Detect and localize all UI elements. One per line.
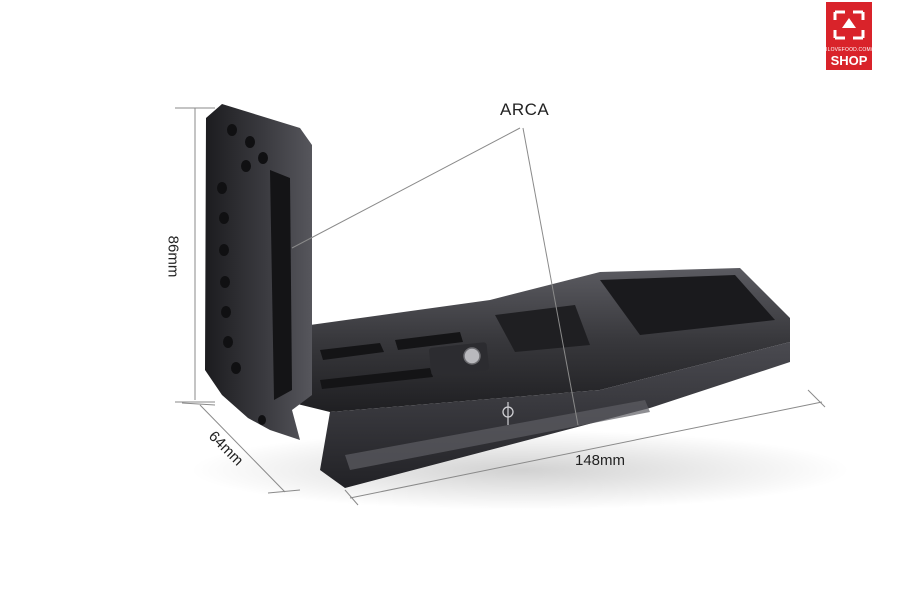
shop-logo: ILOVEFOOD.COM/ SHOP [826, 2, 872, 70]
mounting-screw [463, 347, 481, 365]
battery-door-cutout [600, 275, 775, 335]
arca-callout-label: ARCA [500, 100, 550, 119]
slot-cutout-1 [320, 343, 384, 360]
arca-rail-groove [345, 400, 650, 470]
upright-holes [217, 124, 268, 425]
slot-cutout-3 [320, 368, 433, 389]
slot-cutout-2 [395, 332, 463, 350]
height-dimension-label: 86mm [164, 235, 182, 278]
upright-slot [270, 170, 292, 400]
upright-plate [205, 104, 312, 440]
shop-logo-url: ILOVEFOOD.COM/ [826, 47, 873, 53]
shop-logo-word: SHOP [830, 53, 868, 68]
dimension-lines [175, 107, 826, 506]
shop-logo-icon [833, 10, 865, 40]
grip-cutout [495, 305, 590, 352]
width-dimension-label: 148mm [575, 452, 626, 469]
